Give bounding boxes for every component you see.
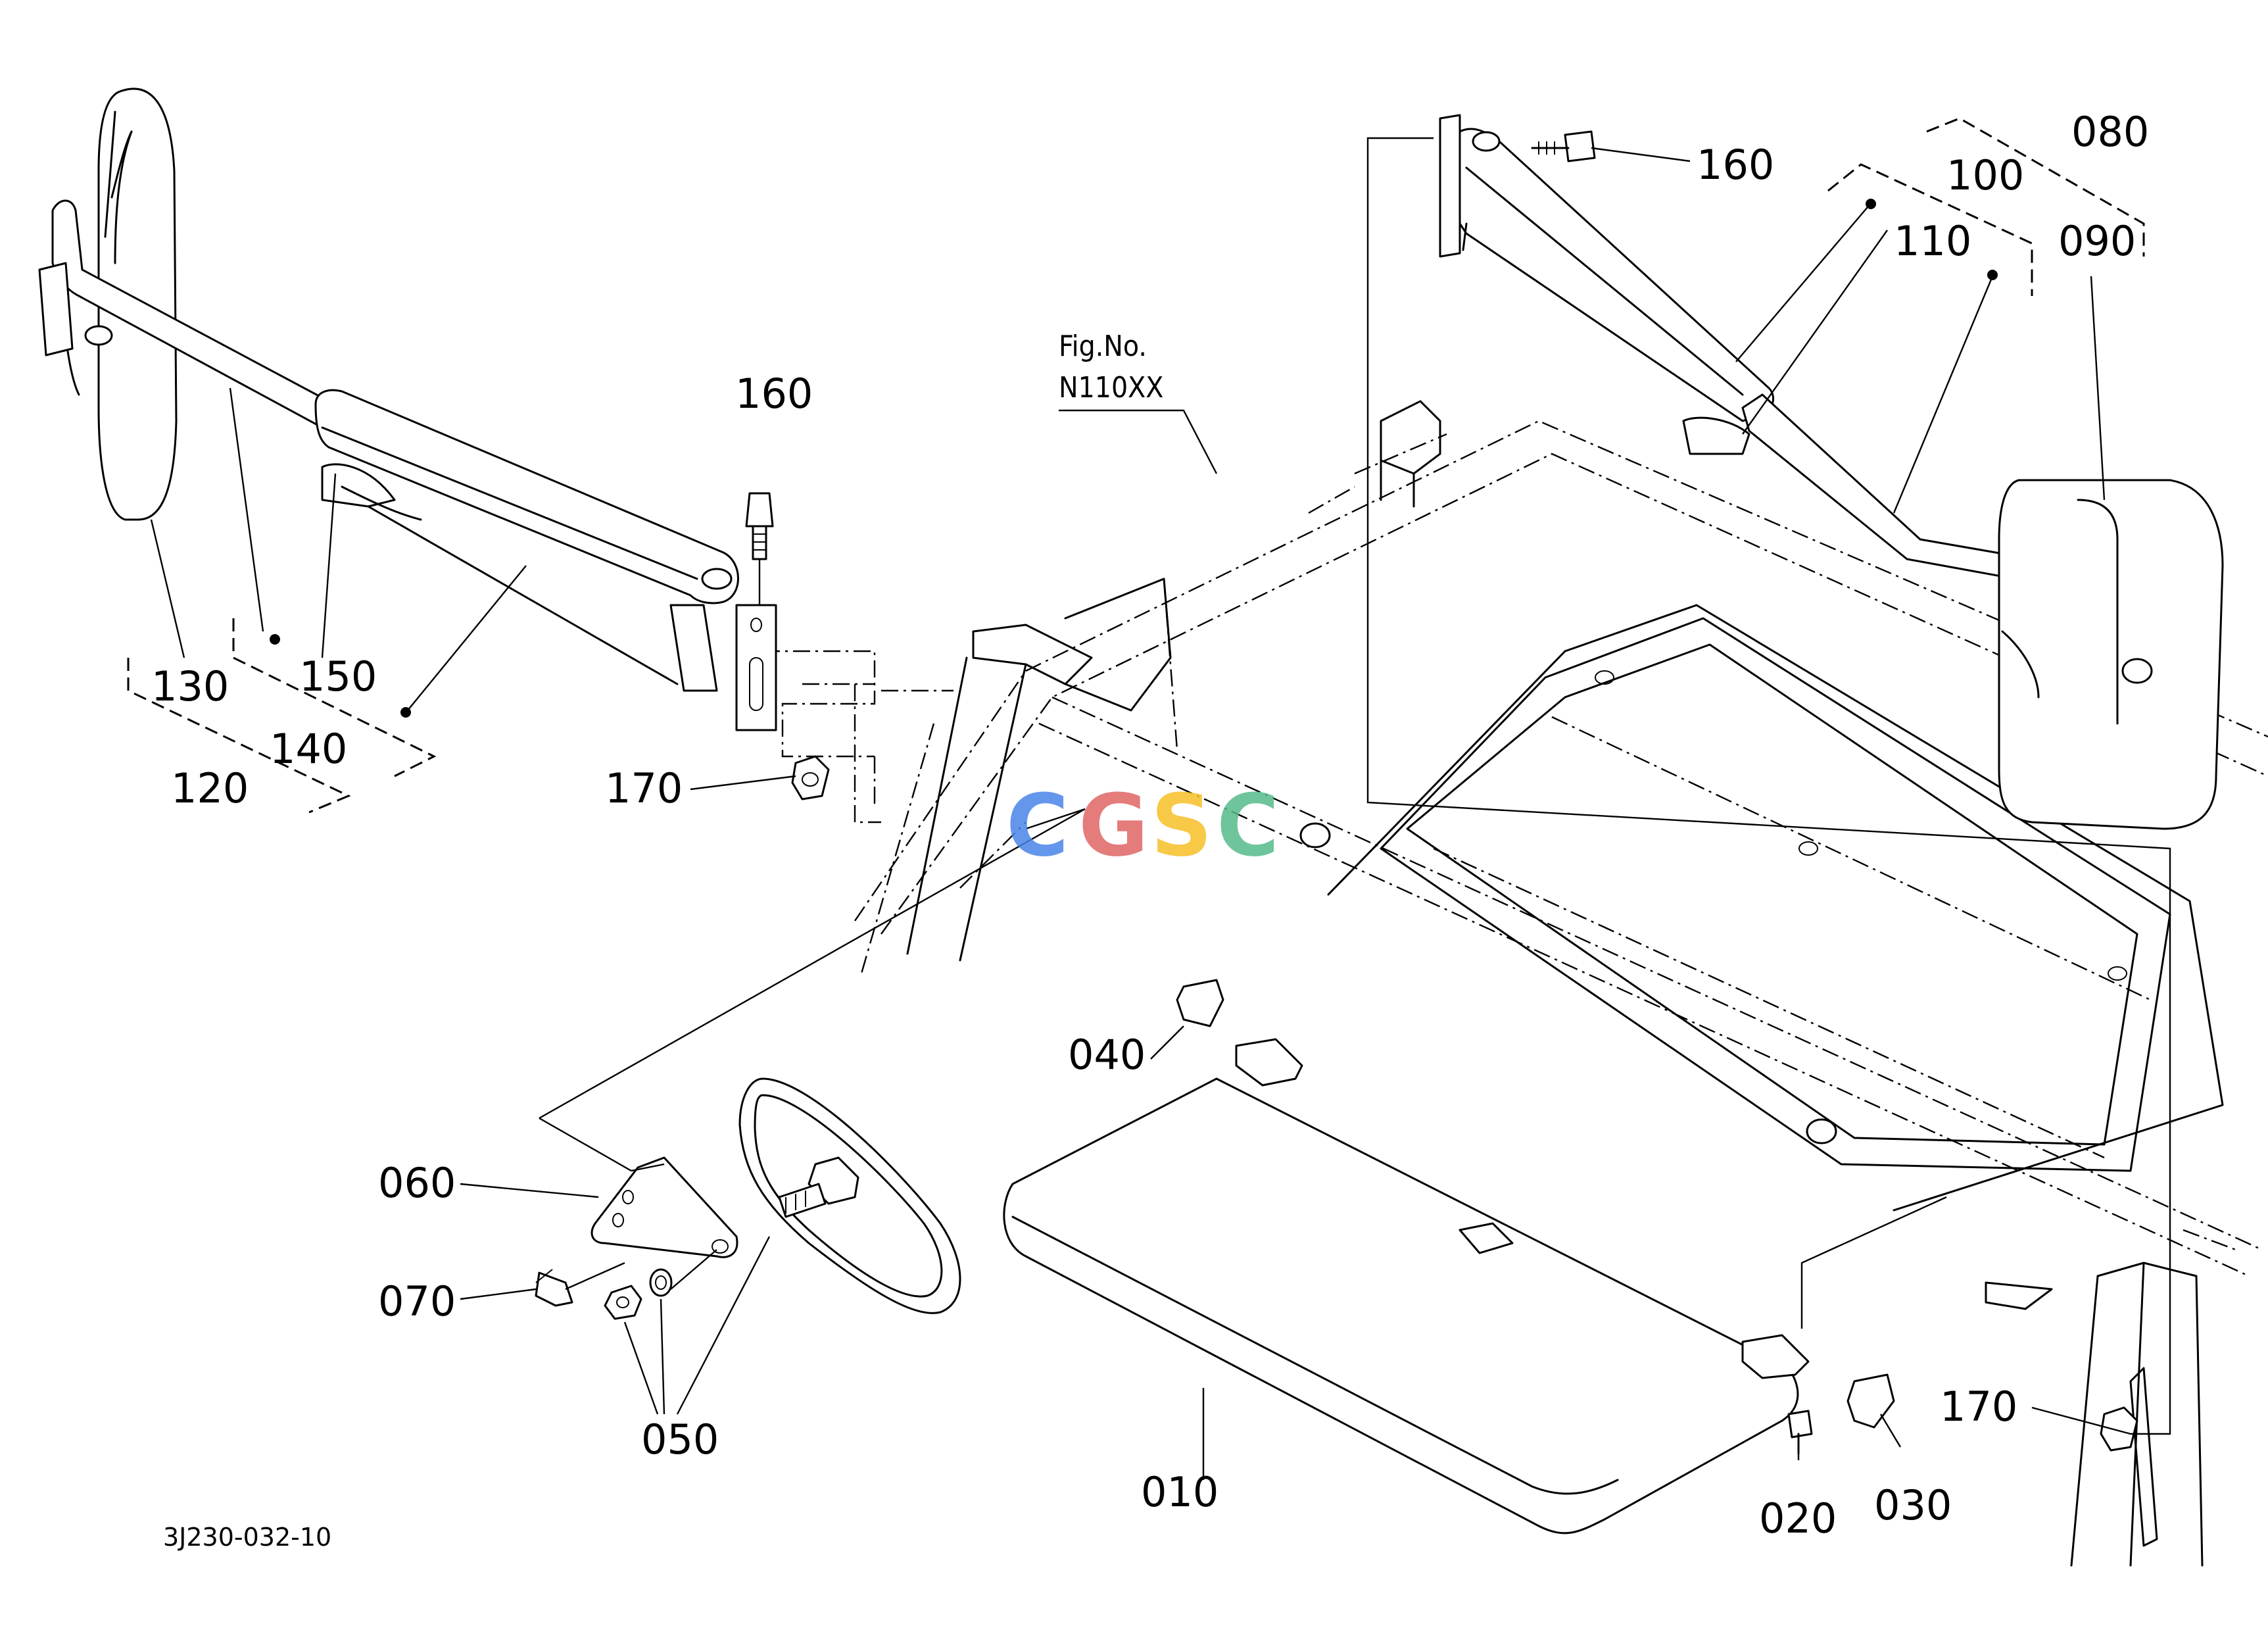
part-label-060: 060 (378, 1159, 456, 1207)
visor-hinge-030 (1741, 1334, 1895, 1429)
roof-mount-bracket (1380, 400, 1441, 508)
sun-visor (1003, 1077, 1799, 1535)
right-nut-170 (2100, 1406, 2138, 1452)
watermark: C G S C (1006, 775, 1279, 875)
left-nut-170 (791, 755, 830, 800)
left-mirror-stay (38, 130, 330, 429)
bolt-070 (535, 1269, 573, 1307)
left-arm-base-bracket (763, 650, 953, 823)
part-label-010: 010 (1141, 1468, 1218, 1516)
part-label-030: 030 (1874, 1481, 1952, 1529)
nut-washer-050 (604, 1268, 673, 1320)
part-label-070: 070 (378, 1277, 456, 1325)
part-label-170-right: 170 (1940, 1383, 2017, 1431)
part-label-120: 120 (171, 764, 249, 812)
left-arm-hinge-plate (735, 604, 777, 731)
cab-right-pillar (1985, 1229, 2236, 1567)
figure-reference: Fig.No. N110XX (1059, 330, 1218, 474)
dot-marker (1987, 270, 1998, 280)
roof-hatch (1299, 604, 2224, 1212)
dot-marker (1866, 199, 1876, 209)
fig-no-value: N110XX (1059, 371, 1163, 405)
screw-020 (1787, 1410, 1813, 1455)
part-label-050: 050 (641, 1415, 719, 1463)
dot-marker (270, 634, 280, 645)
bracket-100 (1827, 163, 2033, 296)
cab-roof-outline (854, 420, 2268, 1277)
right-bolt-160 (1531, 130, 1596, 162)
fig-no-label: Fig.No. (1059, 330, 1147, 363)
left-mirror-arm (314, 389, 739, 692)
bracket-120 (127, 658, 351, 814)
part-label-100: 100 (1946, 151, 2024, 199)
left-bolt-160 (745, 492, 774, 560)
watermark-letter: C (1006, 775, 1069, 875)
part-label-040: 040 (1068, 1031, 1146, 1079)
right-side-mirror (1998, 479, 2224, 830)
watermark-letter: G (1078, 775, 1149, 875)
inside-rear-mirror (738, 1077, 961, 1314)
part-label-020: 020 (1759, 1494, 1837, 1542)
part-label-160-left: 160 (735, 370, 813, 418)
part-label-130: 130 (151, 662, 229, 710)
part-label-160-right: 160 (1697, 141, 1774, 189)
bracket-140 (232, 618, 437, 777)
part-label-080: 080 (2071, 108, 2149, 156)
watermark-letter: C (1217, 775, 1279, 875)
drawing-code: 3J230-032-10 (163, 1523, 331, 1552)
part-label-140: 140 (270, 725, 347, 773)
visor-hinge-040 (1176, 979, 1303, 1087)
part-label-090: 090 (2058, 217, 2136, 265)
part-label-150: 150 (299, 652, 377, 701)
watermark-letter: S (1151, 775, 1213, 875)
part-label-170-left: 170 (605, 764, 683, 812)
bracket-080 (1926, 117, 2145, 257)
mirror-bracket-060 (591, 1156, 738, 1258)
part-label-110: 110 (1894, 217, 1971, 265)
